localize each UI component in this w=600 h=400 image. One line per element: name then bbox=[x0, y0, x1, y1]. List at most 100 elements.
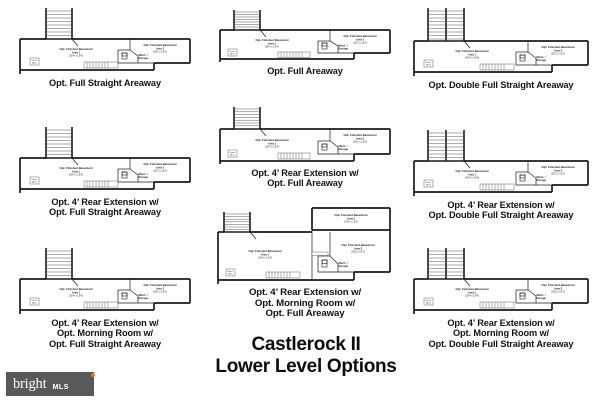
caption-line: Opt. Full Areaway bbox=[267, 66, 343, 76]
caption-line: Opt. Full Straight Areaway bbox=[49, 78, 161, 88]
svg-text:Area: Area bbox=[228, 273, 233, 276]
svg-text:Opt. Finished Basement: Opt. Finished Basement bbox=[143, 162, 176, 166]
svg-text:(26'4 x 13'4): (26'4 x 13'4) bbox=[69, 174, 83, 177]
svg-text:Area 1: Area 1 bbox=[72, 290, 81, 294]
plan-caption: Opt. Double Full Straight Areaway bbox=[408, 80, 594, 90]
svg-text:(16'0 x 11'4): (16'0 x 11'4) bbox=[344, 221, 358, 224]
caption-line: Opt. Morning Room w/ bbox=[57, 328, 153, 339]
svg-text:Opt. Finished Basement: Opt. Finished Basement bbox=[255, 138, 288, 142]
caption-line: Opt. 4’ Rear Extension w/ bbox=[447, 200, 555, 210]
svg-text:Opt. Finished Basement: Opt. Finished Basement bbox=[59, 287, 92, 291]
caption-line: Opt. 4’ Rear Extension w/ bbox=[51, 197, 159, 207]
svg-text:Opt. Finished Basement: Opt. Finished Basement bbox=[59, 47, 92, 51]
svg-text:Storage: Storage bbox=[138, 296, 149, 300]
plan-cell-opt-4ft-rear-ext-double-full-straight-areaway[interactable]: Opt. Finished Basement Area 1 (26'4 x 13… bbox=[408, 128, 594, 221]
plan-cell-opt-4ft-rear-ext-morning-room-full-areaway[interactable]: Opt. Finished Basement Area 3 (16'0 x 11… bbox=[214, 206, 396, 320]
svg-text:Mech. /: Mech. / bbox=[338, 44, 347, 48]
svg-text:(26'4 x 13'4): (26'4 x 13'4) bbox=[465, 295, 479, 298]
svg-text:Unex.: Unex. bbox=[426, 62, 432, 64]
brand-wordmark: bright bbox=[13, 375, 47, 392]
svg-text:Storage: Storage bbox=[338, 264, 349, 268]
caption-line: Opt. Double Full Straight Areaway bbox=[428, 80, 574, 90]
svg-text:Mech. /: Mech. / bbox=[338, 261, 347, 265]
svg-text:Unex.: Unex. bbox=[32, 300, 38, 302]
caption-line: Opt. Double Full Straight Areaway bbox=[428, 210, 574, 221]
svg-text:Area 1: Area 1 bbox=[72, 50, 81, 54]
svg-text:Unex.: Unex. bbox=[426, 182, 432, 184]
svg-text:Area: Area bbox=[426, 64, 431, 67]
caption-line: Opt. 4’ Rear Extension w/ bbox=[248, 287, 362, 298]
svg-text:(26'4 x 13'4): (26'4 x 13'4) bbox=[465, 177, 479, 180]
svg-text:Area: Area bbox=[426, 302, 431, 305]
svg-text:Area 2: Area 2 bbox=[356, 136, 365, 140]
svg-text:Unex.: Unex. bbox=[426, 300, 432, 302]
svg-text:(20'2 x 13'2): (20'2 x 13'2) bbox=[551, 53, 565, 56]
plan-cell-opt-full-straight-areaway[interactable]: Opt. Finished Basement Area 1 (26'4 x 13… bbox=[14, 6, 196, 88]
svg-text:Opt. Finished Basement: Opt. Finished Basement bbox=[455, 287, 488, 291]
svg-text:Mech. /: Mech. / bbox=[138, 53, 147, 57]
svg-text:Opt. Finished Basement: Opt. Finished Basement bbox=[455, 169, 488, 173]
caption-line: Opt. Double Full Straight Areaway bbox=[428, 338, 574, 349]
caption-line: Opt. 4’ Rear Extension w/ bbox=[447, 318, 555, 328]
svg-text:(26'4 x 13'4): (26'4 x 13'4) bbox=[265, 46, 279, 49]
floor-plan-drawing: Opt. Finished Basement Area 1 (26'4 x 13… bbox=[14, 6, 196, 78]
floor-plan-drawing: Opt. Finished Basement Area 1 (26'4 x 13… bbox=[214, 8, 396, 66]
svg-text:Area 1: Area 1 bbox=[268, 41, 277, 45]
svg-text:Storage: Storage bbox=[138, 175, 149, 179]
svg-text:Area 2: Area 2 bbox=[156, 46, 165, 50]
svg-text:Area 2: Area 2 bbox=[156, 165, 165, 169]
svg-text:(20'2 x 13'2): (20'2 x 13'2) bbox=[353, 141, 367, 144]
plan-cell-opt-4ft-rear-ext-morning-room-full-straight-areaway[interactable]: Opt. Finished Basement Area 1 (26'4 x 13… bbox=[14, 246, 196, 349]
svg-text:Unex.: Unex. bbox=[32, 179, 38, 181]
svg-text:Unex.: Unex. bbox=[32, 60, 38, 62]
svg-text:(20'2 x 13'2): (20'2 x 13'2) bbox=[153, 291, 167, 294]
svg-text:Area 2: Area 2 bbox=[554, 168, 563, 172]
svg-text:Area 1: Area 1 bbox=[468, 290, 477, 294]
floor-plan-drawing: Opt. Finished Basement Area 1 (26'4 x 13… bbox=[408, 246, 594, 318]
plan-caption: Opt. 4’ Rear Extension w/ Opt. Full Area… bbox=[214, 168, 396, 189]
svg-text:Opt. Finished Basement: Opt. Finished Basement bbox=[541, 165, 574, 169]
svg-text:Area 1: Area 1 bbox=[261, 252, 270, 256]
svg-text:Mech. /: Mech. / bbox=[536, 293, 545, 297]
svg-text:Mech. /: Mech. / bbox=[138, 293, 147, 297]
svg-text:Mech. /: Mech. / bbox=[338, 144, 347, 148]
floor-plan-drawing: Opt. Finished Basement Area 1 (26'4 x 13… bbox=[14, 246, 196, 318]
svg-text:Storage: Storage bbox=[536, 178, 547, 182]
svg-text:(20'2 x 13'2): (20'2 x 13'2) bbox=[153, 170, 167, 173]
floor-plan-drawing: Opt. Finished Basement Area 1 (26'4 x 13… bbox=[408, 6, 594, 80]
svg-text:Storage: Storage bbox=[338, 47, 349, 51]
caption-line: Opt. Morning Room w/ bbox=[453, 328, 549, 339]
plan-caption: Opt. 4’ Rear Extension w/ Opt. Morning R… bbox=[214, 287, 396, 320]
svg-text:Area: Area bbox=[32, 302, 37, 305]
svg-text:Area 3: Area 3 bbox=[347, 216, 356, 220]
svg-text:Opt. Finished Basement: Opt. Finished Basement bbox=[143, 283, 176, 287]
caption-line: Opt. Full Areaway bbox=[265, 308, 345, 320]
bright-mls-logo: bright MLS bbox=[6, 372, 95, 396]
svg-text:Mech. /: Mech. / bbox=[536, 55, 545, 59]
svg-text:(20'2 x 13'2): (20'2 x 13'2) bbox=[551, 173, 565, 176]
svg-text:Mech. /: Mech. / bbox=[138, 172, 147, 176]
svg-text:Mech. /: Mech. / bbox=[536, 175, 545, 179]
brand-suffix: MLS bbox=[52, 381, 69, 391]
plan-cell-opt-double-full-straight-areaway[interactable]: Opt. Finished Basement Area 1 (26'4 x 13… bbox=[408, 6, 594, 90]
plan-cell-opt-4ft-rear-ext-full-straight-areaway[interactable]: Opt. Finished Basement Area 1 (26'4 x 13… bbox=[14, 125, 196, 218]
svg-text:Opt. Finished Basement: Opt. Finished Basement bbox=[334, 213, 367, 217]
svg-text:Storage: Storage bbox=[536, 58, 547, 62]
plan-cell-opt-4ft-rear-ext-full-areaway[interactable]: Opt. Finished Basement Area 1 (26'4 x 13… bbox=[214, 105, 396, 189]
svg-text:Unex.: Unex. bbox=[230, 152, 236, 154]
svg-text:Area 2: Area 2 bbox=[156, 286, 165, 290]
plan-caption: Opt. 4’ Rear Extension w/ Opt. Morning R… bbox=[408, 318, 594, 349]
plan-cell-opt-full-areaway[interactable]: Opt. Finished Basement Area 1 (26'4 x 13… bbox=[214, 8, 396, 76]
svg-text:Area 1: Area 1 bbox=[268, 141, 277, 145]
floor-plan-drawing: Opt. Finished Basement Area 1 (26'4 x 13… bbox=[214, 105, 396, 168]
svg-text:(26'4 x 13'4): (26'4 x 13'4) bbox=[258, 257, 272, 260]
svg-text:(26'4 x 13'4): (26'4 x 13'4) bbox=[69, 295, 83, 298]
caption-line: Opt. Full Areaway bbox=[267, 178, 343, 189]
svg-text:Area 1: Area 1 bbox=[468, 52, 477, 56]
plan-caption: Opt. 4’ Rear Extension w/ Opt. Full Stra… bbox=[14, 197, 196, 218]
svg-text:(20'2 x 13'2): (20'2 x 13'2) bbox=[153, 51, 167, 54]
plan-cell-opt-4ft-rear-ext-morning-room-double-full-straight-areaway[interactable]: Opt. Finished Basement Area 1 (26'4 x 13… bbox=[408, 246, 594, 349]
caption-line: Opt. Full Straight Areaway bbox=[49, 338, 161, 349]
svg-text:(26'4 x 13'4): (26'4 x 13'4) bbox=[465, 57, 479, 60]
